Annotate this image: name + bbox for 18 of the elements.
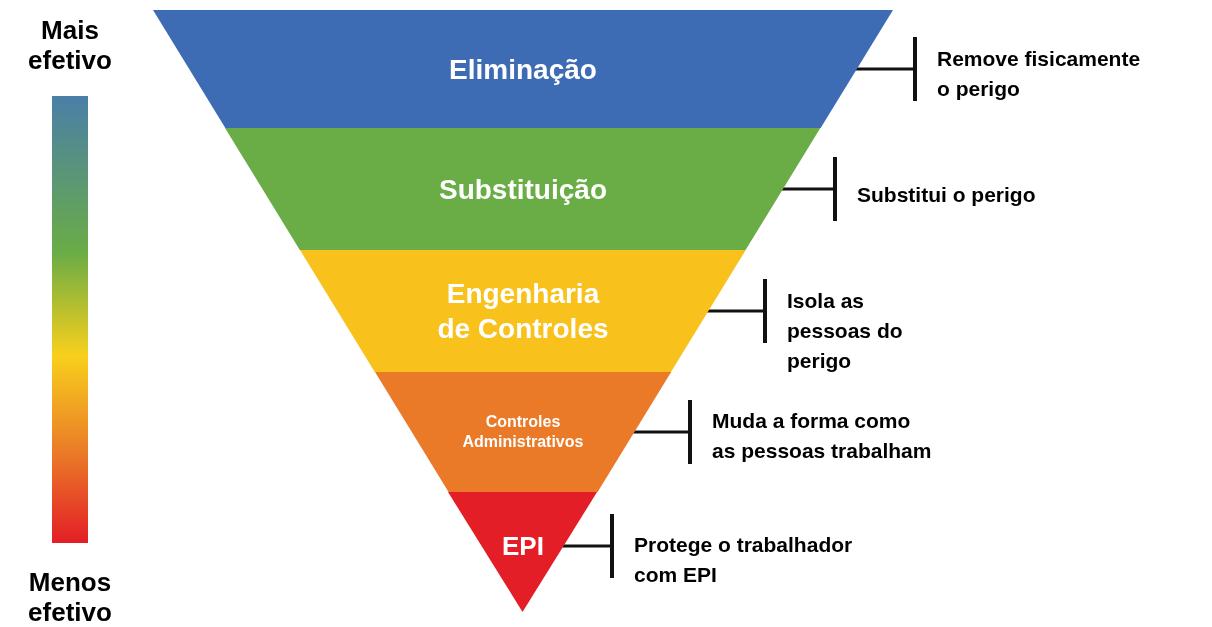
gradient-scale-bar <box>52 96 88 543</box>
description-text: Muda a forma como as pessoas trabalham <box>690 406 937 466</box>
description-text: Protege o trabalhador com EPI <box>612 530 889 590</box>
description-text: Remove fisicamente o perigo <box>915 44 1147 104</box>
band-label: Eliminação <box>448 52 598 87</box>
description-text: Substitui o perigo <box>835 180 1117 210</box>
band-label: Substituição <box>437 172 608 207</box>
description-text: Isola as pessoas do perigo <box>765 286 947 376</box>
band-label: Engenharia de Controles <box>436 277 610 346</box>
bracket-connector <box>706 279 767 343</box>
band-label: EPI <box>501 529 545 563</box>
scale-label: Menos efetivo <box>27 567 113 627</box>
bracket-connector <box>781 157 837 221</box>
bracket-connector <box>562 514 614 578</box>
bracket-connector <box>632 400 692 464</box>
scale-label: Mais efetivo <box>27 15 113 75</box>
bracket-connector <box>854 37 917 101</box>
band-label: Controles Administrativos <box>461 412 585 452</box>
